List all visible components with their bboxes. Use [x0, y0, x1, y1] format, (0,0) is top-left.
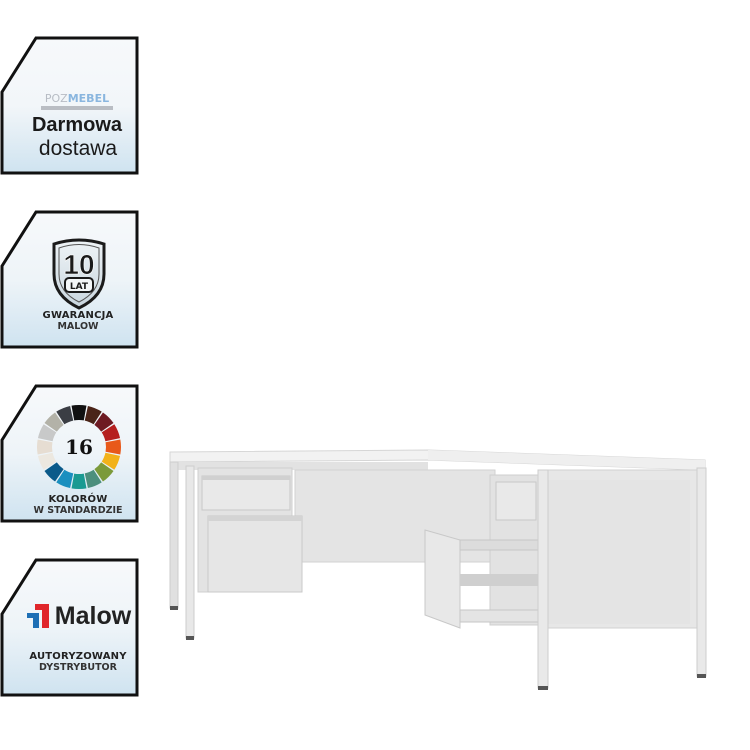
badge-title: Darmowa [31, 113, 123, 136]
color-swatch [94, 412, 114, 432]
leg-foot [186, 636, 194, 640]
leg-foot [697, 674, 706, 678]
drawer-top-right[interactable] [495, 481, 537, 521]
logo-tagline-bar [41, 105, 113, 110]
badge-frame [0, 558, 139, 697]
color-swatch [56, 469, 74, 489]
malow-wordmark: Malow [54, 601, 132, 630]
shield-icon: 10 LAT [52, 238, 106, 310]
pozmebel-logo: POZ MEBEL [45, 92, 109, 105]
drawer-file-left-open[interactable] [207, 515, 303, 593]
logo-text-poz: POZ [44, 91, 68, 105]
leg-right-front [537, 469, 549, 689]
color-swatch [94, 462, 114, 482]
color-swatch [56, 405, 74, 425]
badge-subtitle: DYSTRYBUTOR [39, 661, 117, 673]
color-swatch [37, 439, 53, 455]
leg-foot [170, 606, 178, 610]
badge-title: KOLORÓW [48, 494, 108, 505]
color-swatch [105, 439, 121, 455]
color-wheel: 16 [36, 404, 122, 490]
color-swatch [37, 424, 57, 442]
leg-left-back [169, 461, 179, 609]
badge-title: AUTORYZOWANY [29, 650, 127, 662]
color-swatch [84, 405, 102, 425]
color-swatch [37, 452, 57, 470]
leg-foot [538, 686, 548, 690]
leg-right-back [696, 467, 707, 677]
desk-top-edge-left [170, 462, 428, 470]
badge-subtitle: dostawa [38, 136, 118, 160]
color-swatch [101, 452, 121, 470]
color-swatch [71, 405, 87, 421]
color-swatch [71, 473, 87, 489]
color-count: 16 [65, 435, 93, 459]
logo-text-mebel: MEBEL [67, 91, 110, 105]
malow-logo-icon [26, 604, 49, 628]
warranty-unit: LAT [70, 282, 89, 292]
malow-logo: Malow [26, 601, 132, 631]
color-swatch [101, 424, 121, 442]
badge-colors: 16 KOLORÓW W STANDARDZIE [0, 384, 140, 524]
badge-warranty: 10 LAT GWARANCJA MALOW [0, 210, 140, 350]
badge-title: GWARANCJA [42, 310, 114, 321]
color-swatch [84, 469, 102, 489]
color-wheel-icon [37, 405, 121, 489]
product-image-desk [169, 449, 707, 690]
badge-authorized: Malow AUTORYZOWANY DYSTRYBUTOR [0, 558, 140, 698]
drawer-top-left[interactable] [201, 475, 291, 511]
color-swatch [44, 462, 64, 482]
color-swatch [44, 412, 64, 432]
badge-subtitle: MALOW [57, 321, 99, 332]
badge-subtitle: W STANDARDZIE [33, 505, 123, 516]
drawer-file-right-open[interactable] [424, 529, 461, 629]
badge-free-delivery: POZ MEBEL Darmowa dostawa [0, 36, 140, 176]
warranty-years: 10 [63, 249, 94, 280]
leg-left-front [185, 465, 195, 639]
